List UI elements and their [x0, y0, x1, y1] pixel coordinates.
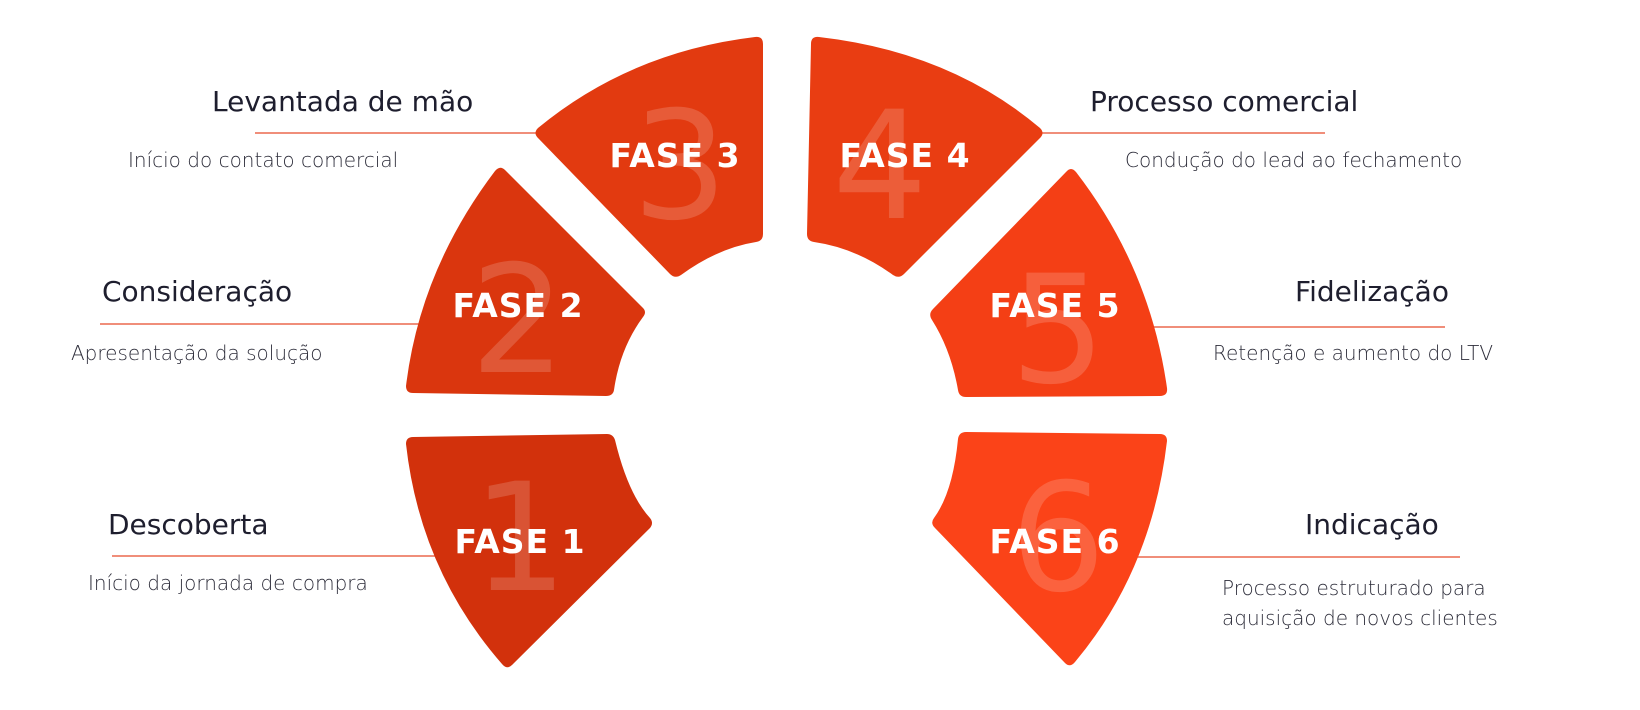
phase-description-1: Início da jornada de compra [88, 571, 368, 595]
segment-shape-4 [807, 36, 1043, 277]
phase-description-6-line-2: aquisição de novos clientes [1222, 606, 1498, 630]
phase-segment-6: 6 FASE 6 [932, 432, 1167, 666]
phase-description-4: Condução do lead ao fechamento [1125, 148, 1463, 172]
segment-label-5: FASE 5 [989, 286, 1120, 325]
phase-segment-1: 1 FASE 1 [406, 434, 652, 668]
phase-description-6: Processo estruturado para aquisição de n… [1222, 573, 1498, 633]
phase-description-5: Retenção e aumento do LTV [1213, 341, 1494, 365]
phase-title-5: Fidelização [1295, 275, 1449, 308]
segment-label-2: FASE 2 [452, 286, 583, 325]
phase-title-2: Consideração [102, 275, 293, 308]
segment-shape-3 [535, 36, 763, 277]
segment-number-6: 6 [1010, 452, 1105, 626]
phase-title-3: Levantada de mão [212, 85, 474, 118]
segment-number-4: 4 [832, 80, 927, 254]
segment-label-6: FASE 6 [989, 522, 1120, 561]
phase-title-4: Processo comercial [1090, 85, 1359, 118]
phase-segment-2: 2 FASE 2 [406, 167, 645, 408]
segment-number-5: 5 [1010, 244, 1105, 418]
phase-description-6-line-1: Processo estruturado para [1222, 576, 1486, 600]
phase-title-6: Indicação [1305, 508, 1439, 541]
phase-description-2: Apresentação da solução [71, 341, 323, 365]
phase-title-1: Descoberta [108, 508, 269, 541]
segment-label-3: FASE 3 [609, 136, 740, 175]
segment-shape-5 [930, 169, 1168, 397]
segment-number-1: 1 [472, 452, 567, 626]
phase-segment-3: 3 FASE 3 [535, 36, 763, 277]
segment-shape-2 [406, 167, 645, 396]
phase-description-3: Início do contato comercial [128, 148, 399, 172]
segment-shape-6 [932, 432, 1167, 666]
phase-segment-4: 4 FASE 4 [807, 36, 1043, 277]
segment-shape-1 [406, 434, 652, 668]
segment-label-4: FASE 4 [839, 136, 970, 175]
phase-segment-5: 5 FASE 5 [930, 169, 1168, 418]
segment-number-3: 3 [632, 80, 727, 254]
segment-label-1: FASE 1 [454, 522, 585, 561]
segment-number-2: 2 [470, 234, 565, 408]
